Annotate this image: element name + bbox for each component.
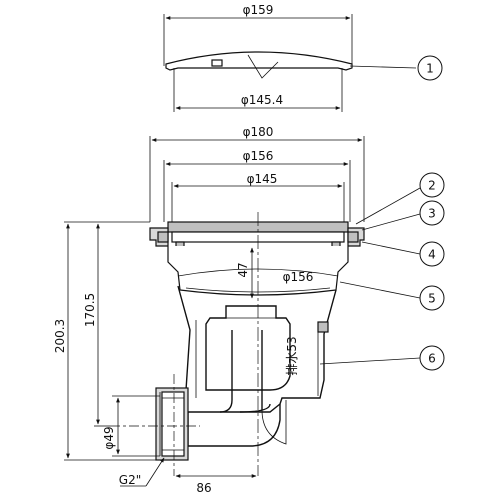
callout-1: 1 [417, 55, 443, 81]
callout-6: 6 [419, 345, 445, 371]
dim-outlet-dia: φ49 [102, 426, 116, 449]
dim-lid-inner: φ145.4 [241, 93, 283, 107]
vertical-dimensions: 200.3 170.5 φ49 47 φ156 排水53 [53, 221, 314, 461]
callout-5: 5 [419, 285, 445, 311]
lid-shape [165, 51, 353, 71]
dim-total-height: 200.3 [53, 319, 67, 353]
lid-view: φ159 φ145.4 [163, 3, 353, 112]
center-lines [110, 212, 259, 476]
bottom-dimensions: 86 G2" [119, 457, 257, 495]
drain-label: 排水53 [285, 336, 299, 375]
dim-cup-depth: 47 [236, 262, 250, 277]
trap-body [149, 221, 365, 461]
dim-rim-inner: φ145 [247, 172, 278, 186]
dim-thread: G2" [119, 473, 141, 487]
dim-outlet-height: 170.5 [83, 293, 97, 327]
lower-housing [177, 285, 337, 413]
callout-2: 2 [419, 172, 445, 198]
callout-4: 4 [419, 241, 445, 267]
svg-text:1: 1 [426, 62, 434, 76]
svg-text:2: 2 [428, 179, 436, 193]
callout-3: 3 [419, 200, 445, 226]
svg-text:5: 5 [428, 292, 436, 306]
dim-offset: 86 [196, 481, 211, 495]
dim-rim-outer: φ180 [243, 125, 274, 139]
dim-cup-dia: φ156 [283, 270, 314, 284]
dim-lid-outer: φ159 [243, 3, 274, 17]
svg-text:4: 4 [428, 248, 436, 262]
callout-leaders [319, 65, 421, 365]
svg-text:6: 6 [428, 352, 436, 366]
dim-rim-mid: φ156 [243, 149, 274, 163]
outlet-pipe [187, 404, 281, 447]
rim-dimensions: φ180 φ156 φ145 [149, 125, 365, 222]
svg-text:3: 3 [428, 207, 436, 221]
